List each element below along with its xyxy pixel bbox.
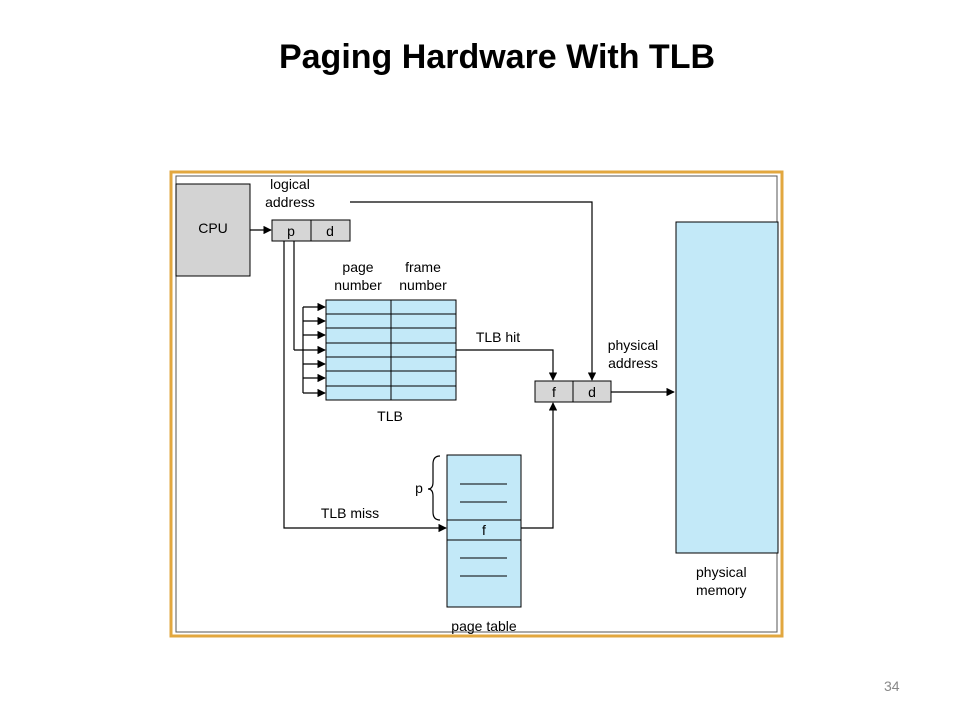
tlb-hit-arrow [456,349,558,381]
page-table-entry-dashes [460,483,507,577]
tlb-label: TLB [377,408,403,424]
page-table-entry-f-label: f [482,522,486,538]
tlb-header-page-line2: number [334,277,382,293]
logical-address-label-line2: address [265,194,315,210]
physical-address-label-line1: physical [608,337,659,353]
page-table-p-label: p [415,480,423,496]
logical-address-d: d [326,223,334,239]
slide-title: Paging Hardware With TLB [278,38,716,76]
tlb-hit-label: TLB hit [476,329,520,345]
page-number: 34 [884,678,900,694]
tlb-lookup-arrows [293,241,326,398]
tlb-header-page-line1: page [342,259,373,275]
tlb-header-frame-line1: frame [405,259,441,275]
physical-address-label-line2: address [608,355,658,371]
cpu-box [175,183,251,277]
tlb-miss-arrow [283,241,447,533]
page-table-to-frame-arrow [521,402,558,529]
p-brace [427,455,441,521]
tlb-table [325,299,457,401]
physical-memory [675,221,779,554]
page-table-label: page table [451,618,517,634]
tlb-miss-label: TLB miss [321,505,379,521]
physical-address-d: d [588,384,596,400]
tlb-header-frame-line2: number [399,277,447,293]
physical-memory-label-line2: memory [696,582,747,598]
physical-memory-label-line1: physical [696,564,747,580]
offset-d-path [350,201,597,381]
logical-address-label-line1: logical [270,176,310,192]
cpu-label: CPU [198,220,228,236]
logical-address-p: p [287,223,295,239]
physical-address-f: f [552,384,556,400]
page-table-entry-f [446,519,522,541]
